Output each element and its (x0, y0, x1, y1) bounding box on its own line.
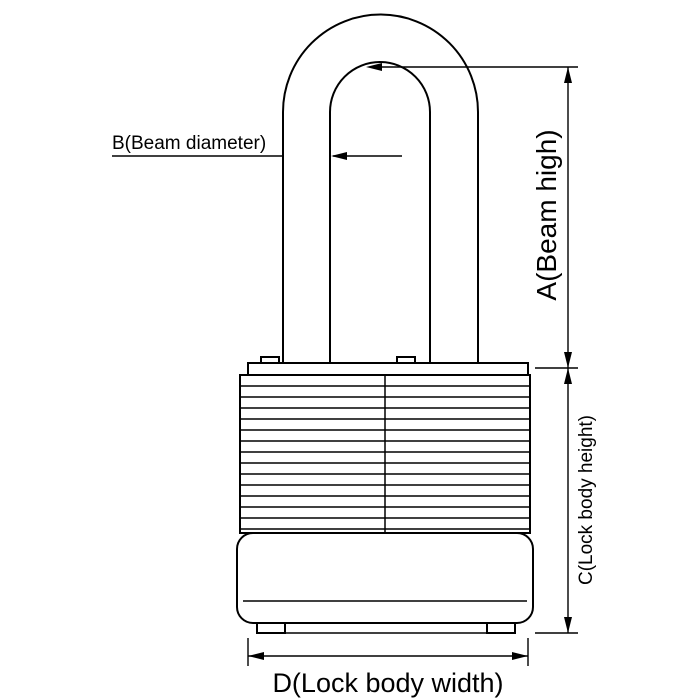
shackle-inner-profile (329, 61, 431, 363)
label-lock-body-height: C(Lock body height) (576, 415, 597, 585)
arrowhead-d-right (512, 652, 528, 660)
body-foot-right (486, 622, 516, 634)
dimension-lock-body-width: D(Lock body width) (247, 638, 529, 698)
body-top-plate (247, 362, 529, 376)
label-beam-height: A(Beam high) (531, 129, 562, 300)
arrowhead-a-bottom (564, 352, 572, 368)
padlock-body (236, 356, 534, 634)
arrowhead-shackle-top (366, 63, 382, 71)
body-foot-left (256, 622, 286, 634)
dimension-beam-height: A(Beam high) (366, 63, 578, 369)
dimension-beam-diameter: B(Beam diameter) (112, 133, 402, 160)
padlock-shackle (282, 13, 479, 363)
body-bottom-cap (236, 532, 534, 624)
arrowhead-c-bottom (564, 617, 572, 633)
dimension-lock-body-height: C(Lock body height) (535, 368, 597, 634)
label-lock-body-width: D(Lock body width) (272, 668, 503, 698)
arrowhead-d-left (248, 652, 264, 660)
label-beam-diameter: B(Beam diameter) (112, 133, 266, 154)
arrowhead-c-top (564, 368, 572, 384)
arrowhead-b (331, 152, 347, 160)
arrowhead-a-top (564, 67, 572, 83)
